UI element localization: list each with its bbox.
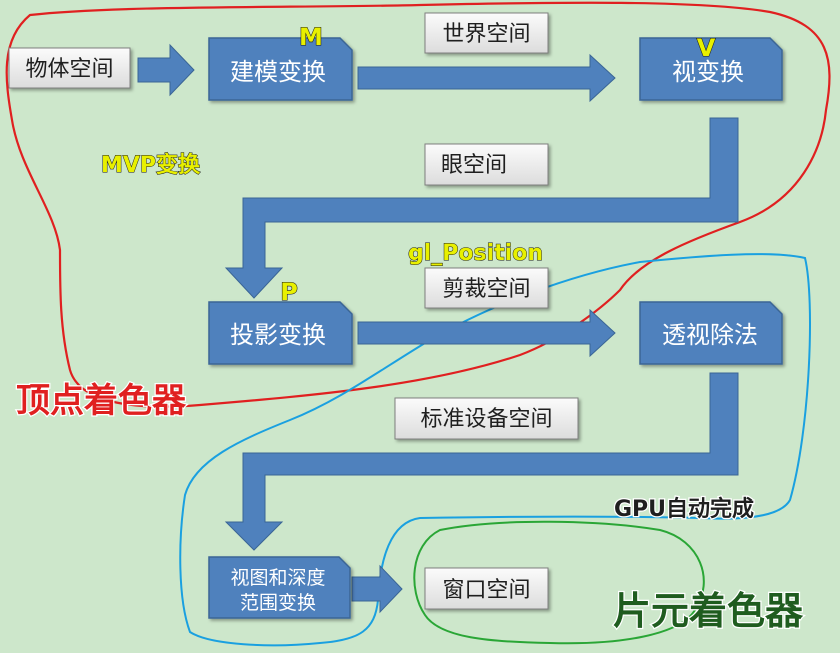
fragment-shader-region	[413, 520, 705, 645]
annotation-p: P	[280, 278, 298, 306]
annotation-gl-position: gl_Position	[408, 241, 543, 266]
fragment-shader-title: 片元着色器	[613, 589, 804, 633]
label-box-window-space	[424, 567, 549, 610]
viewport-label-line2: 范围变换	[240, 592, 316, 614]
arrow-model-to-view	[357, 53, 616, 103]
eye-space-label: 眼空间	[441, 153, 507, 178]
annotation-m: M	[299, 23, 323, 51]
clip-space-label: 剪裁空间	[442, 277, 530, 302]
arrow-view-to-projection	[224, 117, 739, 299]
projection-label: 投影变换	[230, 321, 326, 349]
world-space-label: 世界空间	[442, 22, 530, 47]
gpu-auto-title: GPU自动完成	[614, 496, 754, 522]
viewport-label-line1: 视图和深度	[230, 567, 325, 589]
arrow-projection-to-divide	[357, 308, 616, 358]
perspective-divide-label: 透视除法	[662, 321, 758, 349]
object-space-label: 物体空间	[25, 57, 113, 82]
label-box-world-space	[424, 12, 549, 54]
window-space-label: 窗口空间	[442, 578, 530, 603]
vertex-shader-title: 顶点着色器	[16, 381, 187, 421]
transform-nodes: 建模变换 视变换 投影变换 透视除法 视图和深度 范围变换	[208, 37, 783, 619]
label-box-ndc-space	[394, 397, 579, 440]
arrow-object-to-model	[137, 43, 195, 97]
annotation-mvp: MVP变换	[101, 152, 201, 178]
label-box-object-space	[8, 47, 131, 89]
space-labels: 物体空间 世界空间 眼空间 剪裁空间 标准设备空间 窗口空间	[8, 12, 579, 610]
node-view	[639, 37, 783, 101]
label-box-clip-space	[424, 267, 549, 309]
label-box-eye-space	[424, 143, 549, 186]
vertex-shader-region	[5, 1, 831, 408]
node-modeling	[208, 37, 353, 101]
arrow-divide-to-viewport	[224, 372, 739, 551]
modeling-label: 建模变换	[230, 58, 326, 86]
arrow-viewport-to-window	[351, 564, 403, 614]
view-label: 视变换	[672, 58, 744, 86]
node-projection	[208, 301, 353, 365]
arrows	[137, 43, 739, 614]
node-viewport	[208, 556, 351, 619]
ndc-space-label: 标准设备空间	[420, 407, 552, 432]
node-perspective-divide	[639, 301, 783, 365]
annotation-v: V	[697, 34, 716, 62]
gpu-auto-region	[179, 253, 811, 647]
annotations: M V P MVP变换 gl_Position 顶点着色器 GPU自动完成 片元…	[15, 22, 806, 634]
